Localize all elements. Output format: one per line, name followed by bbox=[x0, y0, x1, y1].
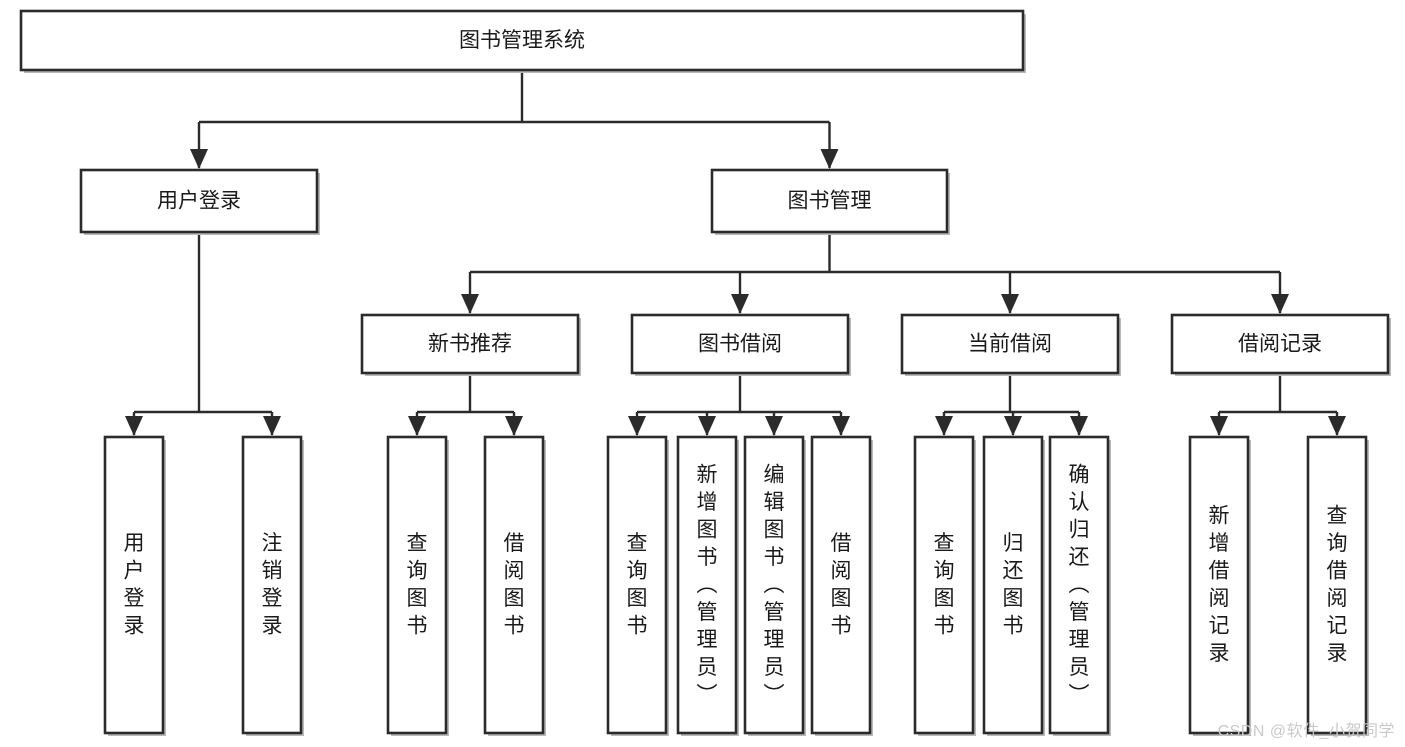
arrow-root-to-level2-1 bbox=[820, 149, 839, 169]
arrow-user-login-to-leaf-0 bbox=[125, 416, 143, 436]
node-level3-label-3: 借阅记录 bbox=[1238, 333, 1322, 356]
node-level3-box-3[interactable] bbox=[1170, 313, 1390, 375]
arrow-new-book-to-leaf-0 bbox=[408, 416, 426, 436]
node-leaf-box-12[interactable] bbox=[1306, 435, 1368, 735]
node-level2-box-0[interactable] bbox=[79, 168, 319, 234]
node-level2-label-0: 用户登录 bbox=[157, 190, 241, 213]
arrow-level2-to-level3-3 bbox=[1271, 294, 1289, 314]
node-leaf-label-0: 用户登录 bbox=[124, 532, 145, 638]
node-root-box[interactable] bbox=[19, 9, 1025, 72]
arrow-level2-to-level3-2 bbox=[1001, 294, 1019, 314]
node-level3-box-0[interactable] bbox=[360, 313, 580, 375]
arrow-user-login-to-leaf-1 bbox=[263, 416, 281, 436]
node-leaf-box-8[interactable] bbox=[913, 435, 975, 735]
arrow-root-to-level2-0 bbox=[190, 149, 208, 169]
node-labels-group: 图书管理系统用户登录图书管理新书推荐图书借阅当前借阅借阅记录用户登录注销登录查询… bbox=[124, 29, 1348, 706]
node-level3-label-2: 当前借阅 bbox=[968, 333, 1052, 356]
arrow-borrow-record-to-leaf-1 bbox=[1328, 416, 1346, 436]
node-level3-label-1: 图书借阅 bbox=[698, 333, 782, 356]
node-level2-label-1: 图书管理 bbox=[788, 190, 872, 213]
node-level3-label-0: 新书推荐 bbox=[428, 333, 512, 356]
node-leaf-label-5: 新增图书︵管理员︶ bbox=[697, 463, 718, 706]
node-leaf-label-2: 查询图书 bbox=[407, 532, 428, 638]
arrow-new-book-to-leaf-1 bbox=[505, 416, 523, 436]
node-leaf-box-0[interactable] bbox=[103, 435, 165, 735]
node-level2-box-1[interactable] bbox=[710, 168, 949, 234]
arrow-current-borrow-to-leaf-0 bbox=[935, 416, 953, 436]
node-leaf-box-1[interactable] bbox=[241, 435, 303, 735]
arrow-current-borrow-to-leaf-2 bbox=[1070, 416, 1088, 436]
connector-lines-group bbox=[125, 70, 1346, 436]
node-leaf-label-3: 借阅图书 bbox=[504, 532, 525, 638]
node-leaf-label-6: 编辑图书︵管理员︶ bbox=[764, 463, 785, 706]
node-leaf-box-3[interactable] bbox=[483, 435, 545, 735]
arrow-book-borrow-to-leaf-2 bbox=[765, 416, 783, 436]
arrow-borrow-record-to-leaf-0 bbox=[1210, 416, 1228, 436]
arrow-book-borrow-to-leaf-1 bbox=[698, 416, 716, 436]
node-leaf-box-9[interactable] bbox=[982, 435, 1044, 735]
node-leaf-label-10: 确认归还︵管理员︶ bbox=[1069, 463, 1090, 706]
node-leaf-box-4[interactable] bbox=[606, 435, 668, 735]
arrow-current-borrow-to-leaf-1 bbox=[1004, 416, 1022, 436]
node-leaf-box-6[interactable] bbox=[743, 435, 805, 735]
arrow-book-borrow-to-leaf-0 bbox=[628, 416, 646, 436]
node-leaf-box-7[interactable] bbox=[810, 435, 872, 735]
node-leaf-box-2[interactable] bbox=[386, 435, 448, 735]
arrow-level2-to-level3-1 bbox=[731, 294, 749, 314]
node-leaf-label-7: 借阅图书 bbox=[831, 532, 852, 638]
arrow-book-borrow-to-leaf-3 bbox=[832, 416, 850, 436]
node-level3-box-1[interactable] bbox=[630, 313, 850, 375]
node-leaf-box-10[interactable] bbox=[1048, 435, 1110, 735]
node-leaf-label-9: 归还图书 bbox=[1003, 532, 1024, 638]
node-leaf-box-5[interactable] bbox=[676, 435, 738, 735]
node-leaf-label-4: 查询图书 bbox=[627, 532, 648, 638]
node-leaf-label-1: 注销登录 bbox=[262, 532, 283, 638]
node-leaf-label-8: 查询图书 bbox=[934, 532, 955, 638]
node-level3-box-2[interactable] bbox=[900, 313, 1120, 375]
node-leaf-box-11[interactable] bbox=[1188, 435, 1250, 735]
node-leaf-label-12: 查询借阅记录 bbox=[1327, 505, 1348, 666]
arrow-level2-to-level3-0 bbox=[461, 294, 479, 314]
node-root-label: 图书管理系统 bbox=[459, 29, 585, 52]
node-leaf-label-11: 新增借阅记录 bbox=[1209, 505, 1230, 666]
node-boxes-group bbox=[19, 9, 1391, 736]
